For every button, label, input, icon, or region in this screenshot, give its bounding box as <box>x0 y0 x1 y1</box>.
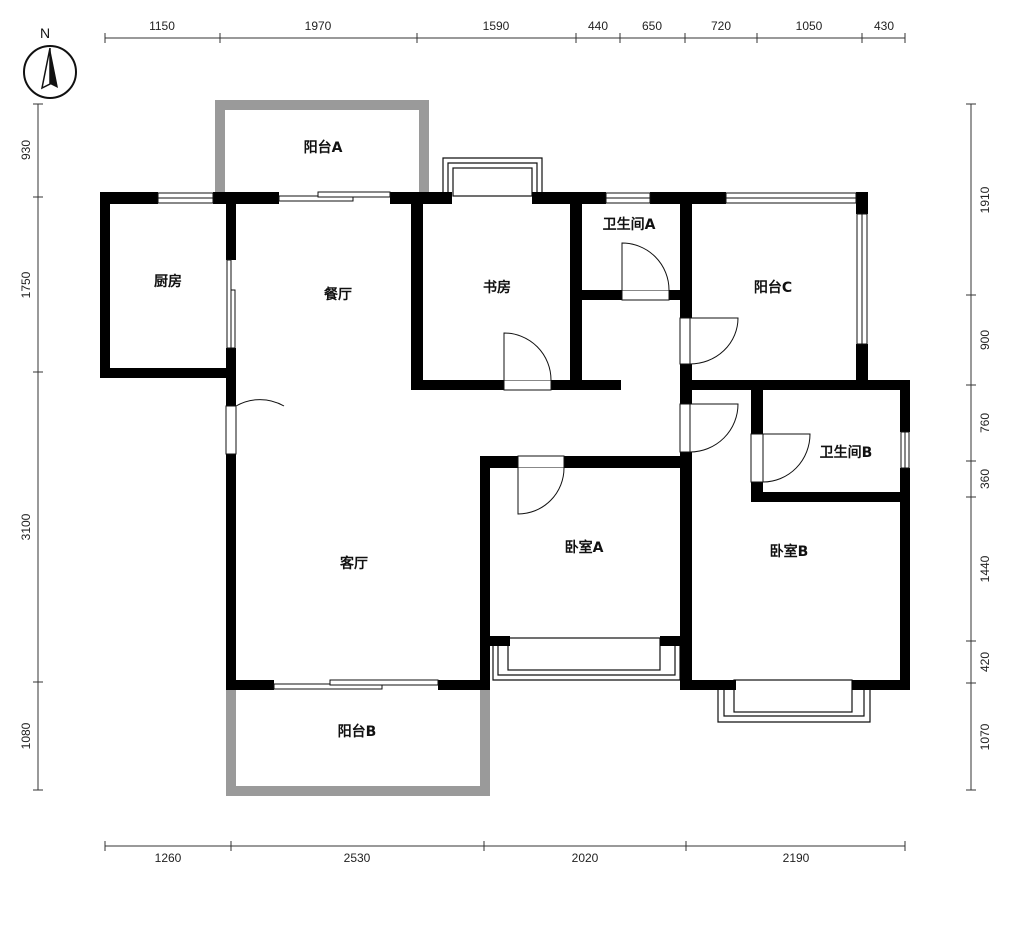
sliding-doors <box>226 191 439 690</box>
dim-right-4: 360 <box>978 469 992 489</box>
compass-needle-right <box>50 48 58 88</box>
dim-bottom-3: 2020 <box>572 851 599 865</box>
room-label-bedroom-a: 卧室A <box>565 539 604 556</box>
room-label-balcony-b: 阳台B <box>338 723 377 740</box>
dim-right-5: 1440 <box>978 555 992 582</box>
dim-top-5: 650 <box>642 19 662 33</box>
dimension-lines <box>33 33 976 851</box>
balcony-railings <box>215 100 490 796</box>
dim-left-4: 1080 <box>19 722 33 749</box>
room-labels: 阳台A 厨房 餐厅 书房 卫生间A 阳台C 卫生间B 卧室A 客厅 卧室B 阳台… <box>154 139 872 740</box>
compass-ring <box>23 45 77 99</box>
dim-right-7: 1070 <box>978 723 992 750</box>
walls <box>100 192 910 690</box>
room-label-balcony-c: 阳台C <box>754 279 792 296</box>
room-label-study: 书房 <box>483 279 511 296</box>
dim-bottom-1: 1260 <box>155 851 182 865</box>
bay-windows <box>442 157 871 723</box>
room-label-balcony-a: 阳台A <box>304 139 343 156</box>
windows <box>157 192 910 469</box>
dim-left-3: 3100 <box>19 513 33 540</box>
dim-top-3: 1590 <box>483 19 510 33</box>
dim-right-6: 420 <box>978 652 992 672</box>
dim-top-6: 720 <box>711 19 731 33</box>
room-label-bath-b: 卫生间B <box>820 444 873 461</box>
dim-right-1: 1910 <box>978 186 992 213</box>
dimension-labels-top: 1150 1970 1590 440 650 720 1050 430 <box>149 19 894 33</box>
dim-top-1: 1150 <box>149 19 175 33</box>
dim-top-7: 1050 <box>796 19 823 33</box>
room-label-dining: 餐厅 <box>323 286 352 303</box>
dim-right-3: 760 <box>978 413 992 433</box>
dim-top-8: 430 <box>874 19 894 33</box>
room-label-bath-a: 卫生间A <box>603 216 656 233</box>
north-label: N <box>40 25 50 41</box>
dimension-labels-right: 1910 900 760 360 1440 420 1070 <box>978 186 992 750</box>
dim-bottom-2: 2530 <box>344 851 371 865</box>
north-compass: N <box>23 25 77 99</box>
dim-bottom-4: 2190 <box>783 851 810 865</box>
room-label-bedroom-b: 卧室B <box>770 543 809 560</box>
room-label-kitchen: 厨房 <box>154 273 182 290</box>
dim-top-4: 440 <box>588 19 608 33</box>
dim-right-2: 900 <box>978 330 992 350</box>
dim-left-1: 930 <box>19 140 33 160</box>
compass-needle-left <box>40 47 51 90</box>
dim-left-2: 1750 <box>19 271 33 298</box>
room-label-living: 客厅 <box>339 555 368 572</box>
dimension-labels-bottom: 1260 2530 2020 2190 <box>155 851 810 865</box>
swing-doors <box>225 242 811 515</box>
dim-top-2: 1970 <box>305 19 332 33</box>
dimension-labels-left: 930 1750 3100 1080 <box>19 140 33 750</box>
